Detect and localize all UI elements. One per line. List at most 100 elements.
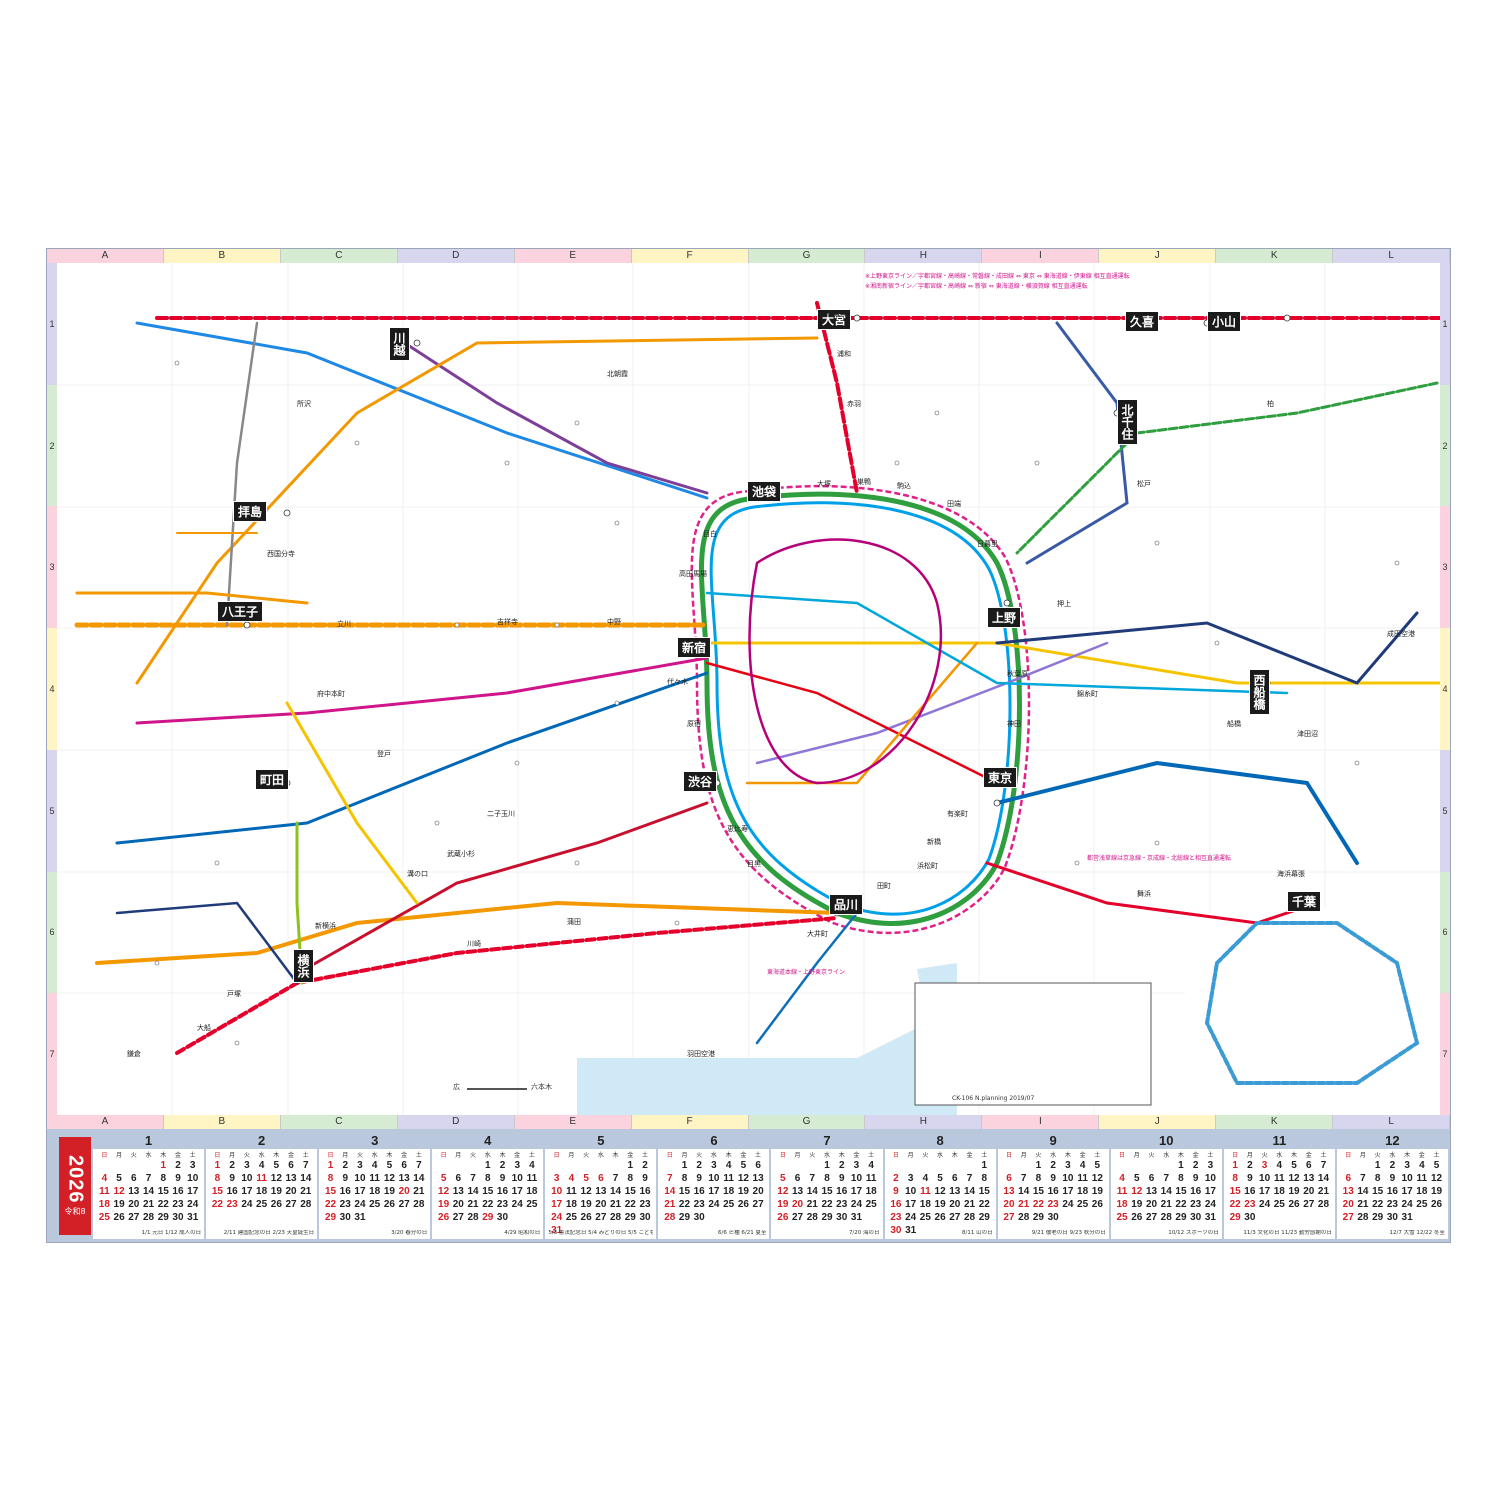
station-label[interactable]: 赤羽 bbox=[847, 400, 861, 408]
station-label[interactable]: 海浜幕張 bbox=[1277, 870, 1305, 878]
hub-chiba[interactable]: 千葉 bbox=[1287, 891, 1322, 912]
station-label[interactable]: 津田沼 bbox=[1297, 730, 1318, 738]
station-label[interactable]: 大塚 bbox=[817, 480, 831, 488]
station-label[interactable]: 府中本町 bbox=[317, 690, 345, 698]
station-label[interactable]: 日暮里 bbox=[977, 540, 998, 548]
station-label[interactable]: 新橋 bbox=[927, 838, 941, 846]
hub-kawagoe[interactable]: 川越 bbox=[389, 327, 410, 361]
through-service-note: ※湘南新宿ライン／宇都宮線・高崎線 ⇔ 新宿 ⇔ 東海道線・横須賀線 相互直通運… bbox=[865, 283, 1088, 290]
station-label[interactable]: 立川 bbox=[337, 620, 351, 628]
hub-shinjuku[interactable]: 新宿 bbox=[677, 637, 712, 658]
hub-haijima[interactable]: 拝島 bbox=[233, 501, 268, 522]
station-label[interactable]: 船橋 bbox=[1227, 720, 1241, 728]
station-label[interactable]: 錦糸町 bbox=[1077, 690, 1098, 698]
empty-day bbox=[1016, 1159, 1031, 1172]
calendar-day: 6 bbox=[401, 1160, 407, 1171]
calendar-day: 18 bbox=[256, 1186, 268, 1197]
calendar-day: 21 bbox=[610, 1199, 622, 1210]
station-label[interactable]: 羽田空港 bbox=[687, 1050, 715, 1058]
column-label: K bbox=[1216, 249, 1334, 263]
calendar-day: 16 bbox=[339, 1186, 351, 1197]
weekday-header: 日月火水木金土 bbox=[775, 1150, 878, 1159]
station-label[interactable]: 所沢 bbox=[297, 400, 311, 408]
station-label[interactable]: 高田馬場 bbox=[679, 570, 707, 578]
hub-shibuya[interactable]: 渋谷 bbox=[683, 771, 718, 792]
station-label[interactable]: 武蔵小杉 bbox=[447, 850, 475, 858]
column-label: B bbox=[163, 249, 281, 263]
station-label[interactable]: 新横浜 bbox=[315, 922, 336, 930]
station-label[interactable]: 鎌倉 bbox=[127, 1050, 141, 1058]
station-label[interactable]: 松戸 bbox=[1137, 480, 1151, 488]
calendar-day: 15 bbox=[1032, 1186, 1044, 1197]
column-header-top: A B C D E F G H I J K L bbox=[47, 249, 1451, 263]
station-label[interactable]: 中野 bbox=[607, 618, 621, 626]
column-label: I bbox=[982, 1115, 1100, 1129]
station-label[interactable]: 浦和 bbox=[837, 350, 851, 358]
hub-ueno[interactable]: 上野 bbox=[987, 607, 1022, 628]
station-label[interactable]: 蒲田 bbox=[567, 918, 581, 926]
hub-kitasenju[interactable]: 北千住 bbox=[1117, 399, 1138, 445]
hub-nishifunabashi[interactable]: 西船橋 bbox=[1249, 669, 1270, 715]
station-label[interactable]: 柏 bbox=[1267, 400, 1274, 408]
station-label[interactable]: 秋葉原 bbox=[1007, 670, 1028, 678]
station-label[interactable]: 溝の口 bbox=[407, 870, 428, 878]
calendar-day: 16 bbox=[693, 1186, 705, 1197]
station-label[interactable]: 舞浜 bbox=[1137, 890, 1151, 898]
station-label[interactable]: 恵比寿 bbox=[727, 825, 748, 833]
tokaido-line bbox=[95, 900, 839, 965]
hub-kuki[interactable]: 久喜 bbox=[1125, 311, 1160, 332]
station-label[interactable]: 浜松町 bbox=[917, 862, 938, 870]
calendar-day: 3 bbox=[357, 1160, 363, 1171]
calendar-day: 3 bbox=[1065, 1160, 1071, 1171]
station-label[interactable]: 大船 bbox=[197, 1024, 211, 1032]
calendar-day: 15 bbox=[678, 1186, 691, 1197]
weekday-label: 日 bbox=[892, 1152, 899, 1159]
month-number: 9 bbox=[997, 1133, 1109, 1149]
hub-ikebukuro[interactable]: 池袋 bbox=[747, 481, 782, 502]
calendar-day: 3 bbox=[189, 1160, 196, 1171]
column-label: H bbox=[865, 249, 983, 263]
station-label[interactable]: 神田 bbox=[1007, 720, 1021, 728]
station-label[interactable]: 南浦和 bbox=[827, 310, 848, 318]
holiday-note: 9/21 敬老の日 9/23 秋分の日 bbox=[1031, 1230, 1106, 1236]
hub-hachioji[interactable]: 八王子 bbox=[217, 601, 264, 622]
calendar-day: 20 bbox=[452, 1199, 464, 1210]
hub-machida[interactable]: 町田 bbox=[255, 769, 290, 790]
calendar-day: 14 bbox=[806, 1186, 818, 1197]
station-label[interactable]: 二子玉川 bbox=[487, 810, 515, 818]
station-label[interactable]: 押上 bbox=[1057, 600, 1071, 608]
station-label[interactable]: 駒込 bbox=[897, 482, 911, 490]
station-label[interactable]: 吉祥寺 bbox=[497, 618, 518, 626]
hub-shinagawa[interactable]: 品川 bbox=[829, 894, 864, 915]
hub-yokohama[interactable]: 横浜 bbox=[293, 949, 314, 983]
station-label[interactable]: 代々木 bbox=[667, 678, 688, 686]
calendar-day: 2 bbox=[1192, 1160, 1199, 1171]
calendar-day: 4 bbox=[725, 1160, 732, 1171]
station-label[interactable]: 登戸 bbox=[377, 750, 391, 758]
station-label[interactable]: 有楽町 bbox=[947, 810, 968, 818]
weekday-label: 月 bbox=[1020, 1152, 1027, 1159]
station-label[interactable]: 原宿 bbox=[687, 720, 701, 728]
calendar-day: 2 bbox=[499, 1160, 506, 1171]
station-label[interactable]: 巣鴨 bbox=[857, 478, 871, 486]
station-label[interactable]: 目黒 bbox=[747, 860, 761, 868]
station-label[interactable]: 北朝霞 bbox=[607, 370, 628, 378]
empty-day bbox=[564, 1159, 579, 1172]
station-label[interactable]: 川崎 bbox=[467, 940, 481, 948]
hub-omiya[interactable]: 大宮 bbox=[817, 309, 852, 330]
station-label[interactable]: 目白 bbox=[703, 530, 717, 538]
hub-tokyo[interactable]: 東京 bbox=[983, 767, 1018, 788]
station-label[interactable]: 大井町 bbox=[807, 930, 828, 938]
calendar-day: 20 bbox=[285, 1186, 297, 1197]
calendar-day: 30 bbox=[339, 1212, 351, 1223]
row-label: 7 bbox=[1440, 993, 1450, 1116]
station-label[interactable]: 西国分寺 bbox=[267, 550, 295, 558]
station-label[interactable]: 戸塚 bbox=[227, 990, 241, 998]
hub-oyama[interactable]: 小山 bbox=[1207, 311, 1242, 332]
calendar-day: 28 bbox=[1018, 1212, 1030, 1223]
station-label[interactable]: 成田空港 bbox=[1387, 630, 1415, 638]
calendar-day: 20 bbox=[1342, 1199, 1354, 1210]
empty-day bbox=[451, 1159, 466, 1172]
station-label[interactable]: 田端 bbox=[947, 500, 961, 508]
station-label[interactable]: 田町 bbox=[877, 882, 891, 890]
